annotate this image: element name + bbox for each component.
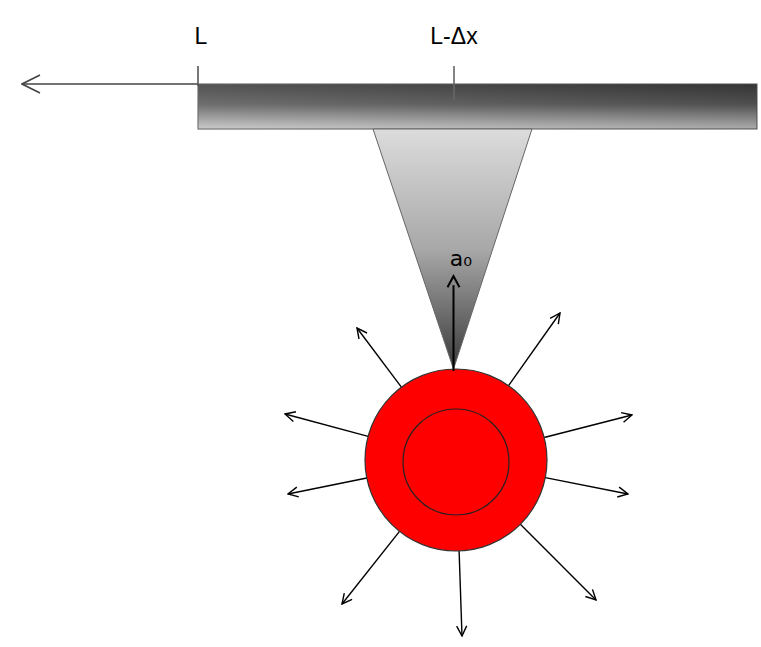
force-arrow bbox=[459, 551, 462, 636]
force-arrow bbox=[545, 478, 628, 494]
tip-label: a₀ bbox=[450, 247, 472, 271]
force-arrow bbox=[357, 328, 401, 387]
force-arrow bbox=[509, 313, 560, 386]
force-arrow bbox=[288, 478, 367, 494]
force-arrow bbox=[520, 524, 596, 600]
force-arrow bbox=[544, 415, 632, 437]
length-arrow bbox=[22, 83, 198, 85]
cantilever-bar bbox=[198, 84, 757, 129]
tick-mark bbox=[453, 66, 455, 100]
force-arrow bbox=[285, 414, 368, 436]
sample-sphere bbox=[365, 369, 547, 551]
force-arrow bbox=[342, 531, 400, 604]
arrow-head bbox=[448, 276, 460, 287]
force-arrows bbox=[285, 313, 632, 636]
force-arrow bbox=[453, 285, 455, 371]
cantilever-shade bbox=[198, 84, 757, 129]
dimension-label: L bbox=[195, 24, 208, 49]
cantilever-tip: a₀ bbox=[373, 129, 532, 369]
sphere-core bbox=[403, 409, 509, 515]
tick-mark bbox=[197, 66, 199, 86]
dimension-label: L-Δx bbox=[430, 24, 477, 49]
